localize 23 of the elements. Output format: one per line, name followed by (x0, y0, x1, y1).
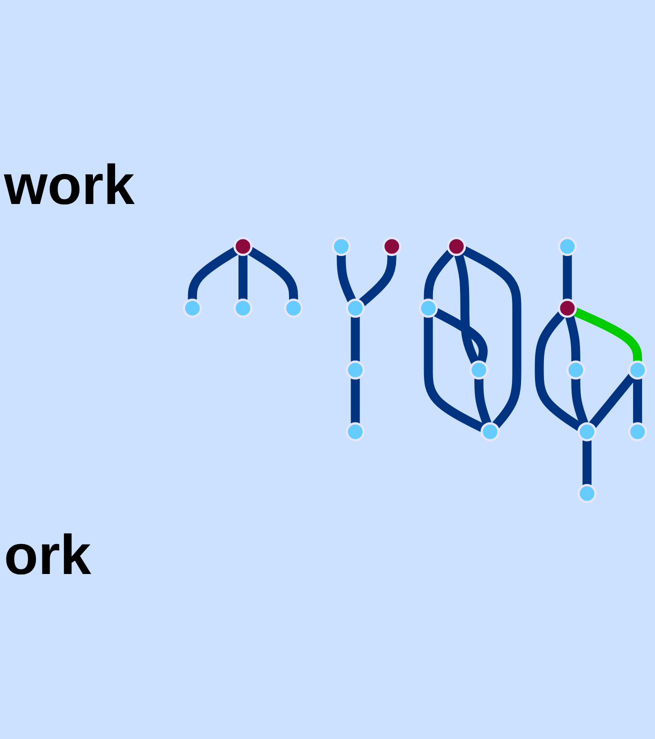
connector (461, 246, 521, 428)
connector (423, 315, 484, 432)
connector (350, 377, 360, 424)
connector (454, 252, 479, 364)
connector (433, 308, 488, 363)
connector (570, 377, 588, 425)
heading-fragment: work (4, 152, 136, 218)
connector (474, 377, 491, 425)
connector (238, 254, 247, 300)
connector (534, 310, 582, 430)
connector (562, 254, 572, 300)
connector (632, 377, 642, 424)
connector (247, 246, 298, 300)
connector (572, 306, 642, 362)
heading-fragment: ork (4, 522, 92, 587)
connector (582, 438, 592, 486)
connector (336, 254, 356, 302)
connector (358, 254, 396, 306)
connector (564, 314, 580, 362)
connector (588, 373, 636, 428)
connector (350, 315, 360, 362)
connector (187, 246, 238, 300)
connector (423, 249, 454, 300)
